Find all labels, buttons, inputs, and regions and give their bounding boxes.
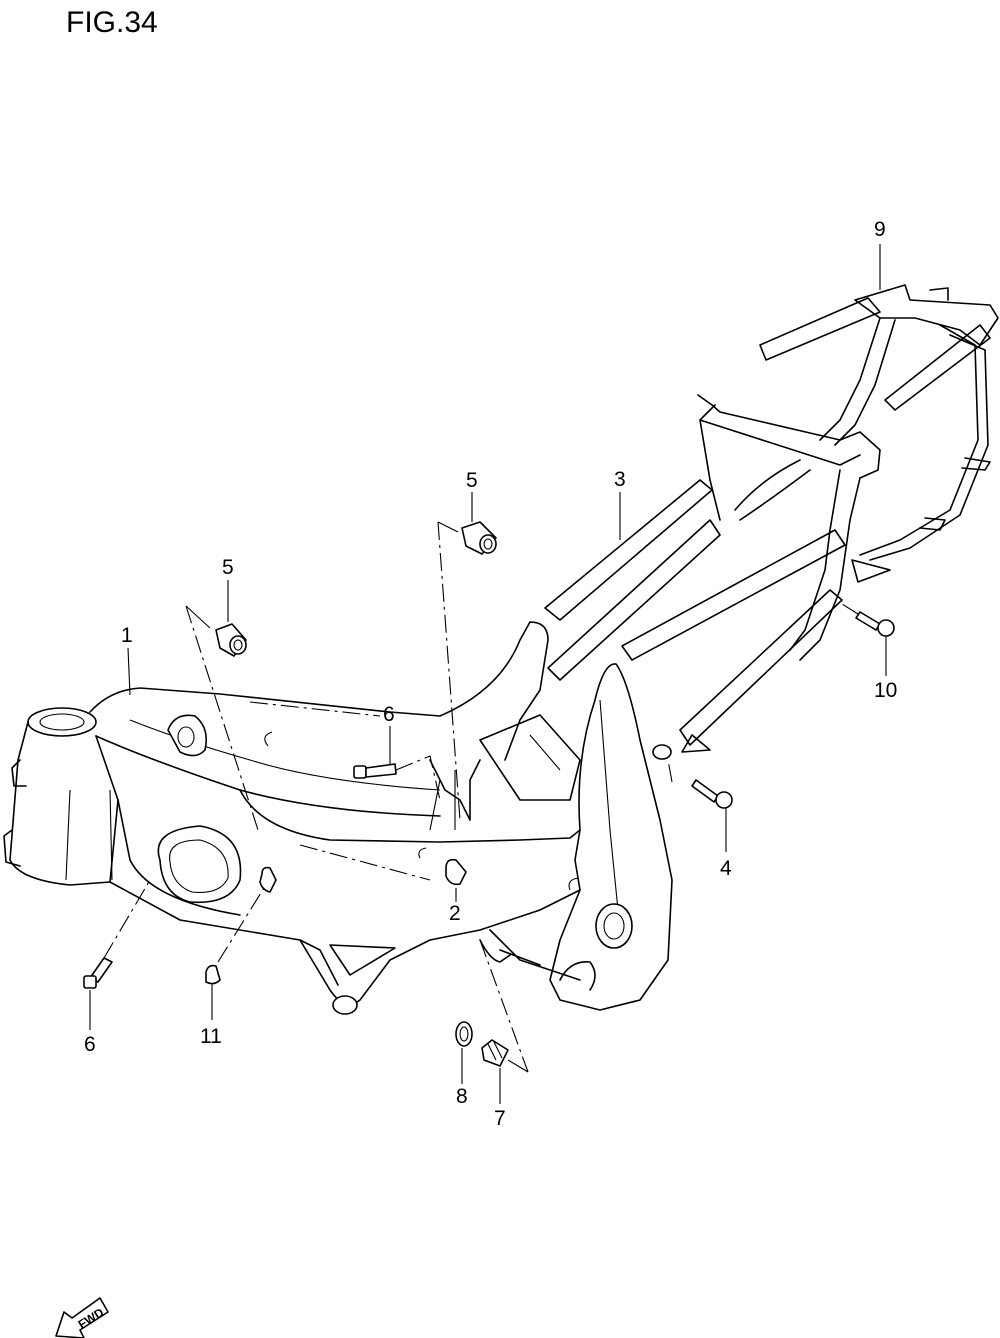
- figure-title: FIG.34: [66, 6, 158, 39]
- rail-mount-boss: [652, 744, 672, 760]
- washer-8: [455, 1021, 473, 1047]
- fwd-badge: FWD: [55, 1297, 109, 1338]
- main-frame: [3, 621, 673, 1015]
- callout-10: 10: [874, 679, 897, 702]
- callout-4: 4: [720, 857, 732, 880]
- callout-5-left: 5: [222, 556, 234, 579]
- callout-labels: 1 2 3 4 5 5 6 6 7 8 9 10 11: [84, 218, 897, 1130]
- bolt-lower-left: [83, 957, 113, 989]
- callout-11: 11: [200, 1025, 222, 1048]
- upper-spar: [89, 621, 549, 761]
- fwd-arrow-icon: [55, 1297, 109, 1338]
- callout-6-center: 6: [383, 703, 395, 726]
- plug-11: [205, 866, 277, 985]
- callout-5-upper: 5: [466, 469, 478, 492]
- subframe: [759, 284, 999, 561]
- collar-upper-right: [461, 521, 497, 555]
- callout-3: 3: [614, 468, 626, 491]
- lower-mount-boss: [332, 995, 358, 1015]
- subframe-rail-right: [884, 324, 991, 411]
- spacer-7: [481, 1039, 509, 1067]
- pivot-plate: [549, 663, 673, 1011]
- callout-9: 9: [874, 218, 886, 241]
- callout-8: 8: [456, 1085, 468, 1108]
- subframe-rail-left: [759, 297, 881, 361]
- callout-7: 7: [494, 1107, 506, 1130]
- spar-mount: [167, 714, 208, 757]
- bolt-center: [353, 763, 397, 779]
- bolt-rail: [855, 611, 895, 637]
- steering-head-top: [27, 707, 97, 737]
- crossmember: [479, 714, 581, 801]
- cap-2: [445, 858, 467, 886]
- leader-lines: [89, 244, 887, 1104]
- callout-2: 2: [449, 902, 461, 925]
- collar-upper-left: [215, 623, 247, 657]
- steering-head-body: [9, 721, 119, 886]
- seat-rail: [544, 394, 891, 753]
- rail-tube-left: [544, 479, 713, 621]
- callout-1: 1: [121, 624, 133, 647]
- bolt-pivot: [691, 779, 733, 809]
- pivot-hole: [595, 903, 633, 949]
- callout-6-lower: 6: [84, 1033, 96, 1056]
- rail-tube-right: [621, 529, 846, 661]
